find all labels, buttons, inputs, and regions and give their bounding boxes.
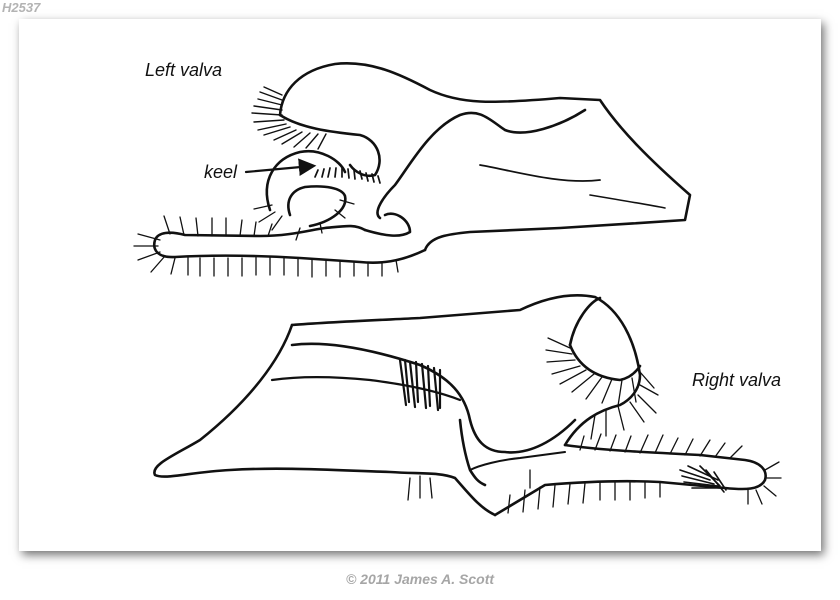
label-left-valva: Left valva	[145, 60, 223, 80]
label-right-valva: Right valva	[692, 370, 782, 390]
drawing-plate: Left valva keel Right valva	[19, 19, 821, 551]
copyright-notice: © 2011 James A. Scott	[345, 571, 495, 587]
left-valva-drawing	[133, 62, 692, 278]
specimen-id: H2537	[2, 0, 41, 15]
label-keel: keel	[204, 162, 238, 182]
right-valva-drawing	[153, 293, 782, 517]
valva-drawing	[133, 62, 782, 517]
